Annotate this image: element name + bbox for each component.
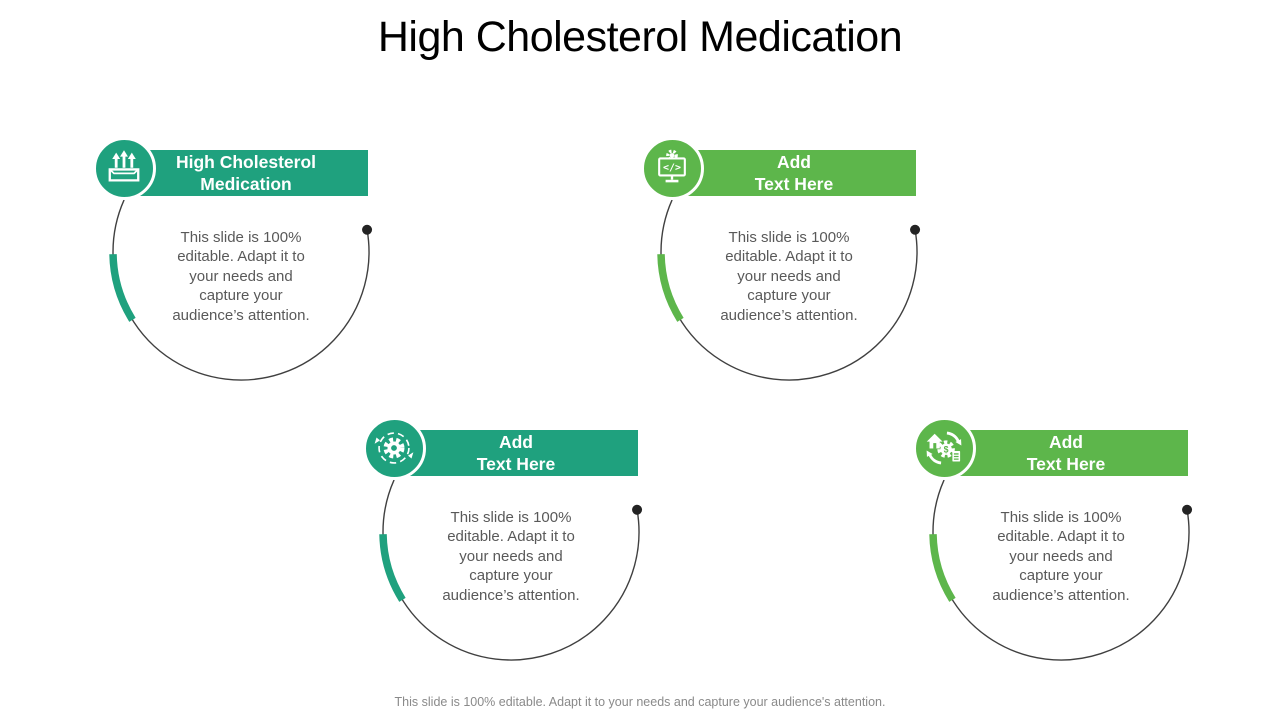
code-glyph: </> bbox=[663, 163, 681, 174]
box-rim-glyph bbox=[109, 168, 139, 175]
house-door bbox=[933, 443, 937, 449]
arc-end-dot bbox=[632, 504, 643, 515]
circle-arc-graphic bbox=[929, 479, 1193, 661]
accent-arc-segment bbox=[657, 254, 684, 322]
info-item-1: High Cholesterol Medication This slide i… bbox=[92, 107, 386, 397]
body-line: audience’s attention. bbox=[442, 586, 580, 604]
body-line: your needs and bbox=[1009, 547, 1113, 565]
box-glyph bbox=[108, 168, 140, 182]
body-line: This slide is 100% bbox=[728, 229, 850, 246]
cycle-arrowhead bbox=[374, 437, 380, 444]
item-banner[interactable]: High Cholesterol Medication bbox=[124, 150, 368, 196]
body-line: This slide is 100% bbox=[450, 509, 572, 526]
banner-line: Add bbox=[1048, 432, 1084, 452]
body-line: your needs and bbox=[737, 267, 841, 285]
gear-body bbox=[940, 443, 952, 455]
body-line: editable. Adapt it to bbox=[997, 528, 1125, 546]
banner-line: Add bbox=[498, 432, 534, 452]
circle-arc-graphic bbox=[109, 199, 373, 381]
cycle-arrowhead bbox=[926, 450, 933, 457]
body-line: This slide is 100% bbox=[180, 229, 302, 246]
body-line: audience’s attention. bbox=[992, 586, 1130, 604]
body-line: capture your bbox=[469, 567, 553, 585]
dollar-glyph: $ bbox=[944, 444, 949, 454]
accent-arc-segment bbox=[109, 254, 136, 322]
document-lines bbox=[953, 453, 959, 460]
slide-title[interactable]: High Cholesterol Medication bbox=[377, 13, 903, 61]
cycle-arrow bbox=[946, 431, 960, 442]
info-item-4: Add Text Here $ This slide is 100% edita… bbox=[912, 387, 1206, 677]
banner-line: High Cholesterol bbox=[175, 152, 316, 172]
body-line: capture your bbox=[1019, 567, 1103, 585]
cycle-arrowhead bbox=[955, 439, 962, 446]
circle-arc-graphic bbox=[379, 479, 643, 661]
home-finance-cycle-icon: $ bbox=[912, 416, 976, 480]
body-line: your needs and bbox=[189, 267, 293, 285]
info-item-2: Add Text Here </> This slide is 100% edi… bbox=[640, 107, 934, 397]
up-arrows-glyph bbox=[112, 150, 136, 168]
code-monitor-icon: </> bbox=[640, 136, 704, 200]
body-line: audience’s attention. bbox=[720, 306, 858, 324]
banner-line: Medication bbox=[200, 174, 292, 194]
arc-end-dot bbox=[1182, 504, 1193, 515]
item-body-text[interactable]: This slide is 100% editable. Adapt it to… bbox=[131, 228, 351, 325]
banner-line: Add bbox=[776, 152, 812, 172]
body-line: editable. Adapt it to bbox=[447, 528, 575, 546]
gear-teeth-glyph bbox=[383, 437, 405, 459]
house-roof-glyph bbox=[926, 433, 943, 442]
arc-end-dot bbox=[362, 224, 373, 235]
body-line: This slide is 100% bbox=[1000, 509, 1122, 526]
dashed-cycle-glyph bbox=[378, 432, 410, 464]
body-line: audience’s attention. bbox=[172, 306, 310, 324]
cycle-arrowhead bbox=[408, 452, 414, 459]
item-body-text[interactable]: This slide is 100% editable. Adapt it to… bbox=[401, 508, 621, 605]
item-banner[interactable]: Add Text Here bbox=[394, 430, 638, 476]
body-line: capture your bbox=[747, 287, 831, 305]
item-body-text[interactable]: This slide is 100% editable. Adapt it to… bbox=[951, 508, 1171, 605]
item-banner[interactable]: Add Text Here bbox=[944, 430, 1188, 476]
banner-line: Text Here bbox=[1026, 454, 1106, 474]
gear-hub bbox=[391, 445, 397, 451]
banner-line: Text Here bbox=[754, 174, 834, 194]
item-banner[interactable]: Add Text Here bbox=[672, 150, 916, 196]
accent-arc-segment bbox=[929, 534, 956, 602]
gear-sync-icon bbox=[362, 416, 426, 480]
export-box-icon bbox=[92, 136, 156, 200]
banner-line: Text Here bbox=[476, 454, 556, 474]
footer-note: This slide is 100% editable. Adapt it to… bbox=[394, 695, 886, 709]
accent-arc-segment bbox=[379, 534, 406, 602]
item-body-text[interactable]: This slide is 100% editable. Adapt it to… bbox=[679, 228, 899, 325]
gear-hub bbox=[669, 153, 675, 158]
body-line: editable. Adapt it to bbox=[725, 248, 853, 266]
circle-arc-graphic bbox=[657, 199, 921, 381]
cycle-arrow bbox=[928, 454, 942, 465]
arc-end-dot bbox=[910, 224, 921, 235]
info-item-3: Add Text Here This slide is 100% editabl… bbox=[362, 387, 656, 677]
body-line: your needs and bbox=[459, 547, 563, 565]
body-line: capture your bbox=[199, 287, 283, 305]
body-line: editable. Adapt it to bbox=[177, 248, 305, 266]
